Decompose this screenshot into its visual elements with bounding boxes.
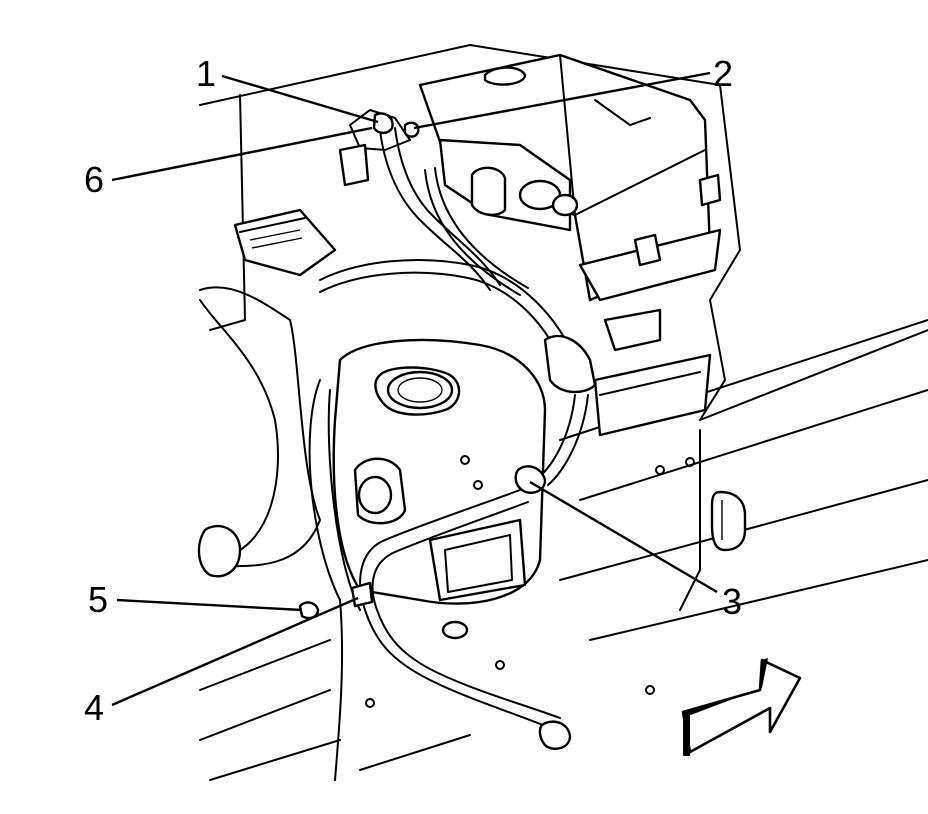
- callout-2: 2: [713, 53, 733, 94]
- leader-3: [529, 480, 718, 594]
- leader-5: [116, 598, 303, 612]
- callout-labels: 1 2 3 4 5 6: [84, 53, 742, 728]
- callout-4: 4: [84, 687, 104, 728]
- leader-4: [111, 596, 359, 707]
- direction-arrow-icon: [681, 658, 802, 756]
- underhood-fuse-block: [418, 53, 722, 437]
- callout-1: 1: [196, 53, 216, 94]
- strut-tower: [332, 338, 547, 640]
- leader-1: [221, 74, 379, 124]
- callout-6: 6: [84, 159, 104, 200]
- left-pod: [197, 524, 242, 578]
- callout-3: 3: [722, 581, 742, 622]
- leader-lines: [111, 71, 718, 707]
- leader-2: [413, 71, 711, 130]
- callout-5: 5: [88, 579, 108, 620]
- leader-6: [111, 126, 373, 182]
- connector-block: [233, 208, 337, 277]
